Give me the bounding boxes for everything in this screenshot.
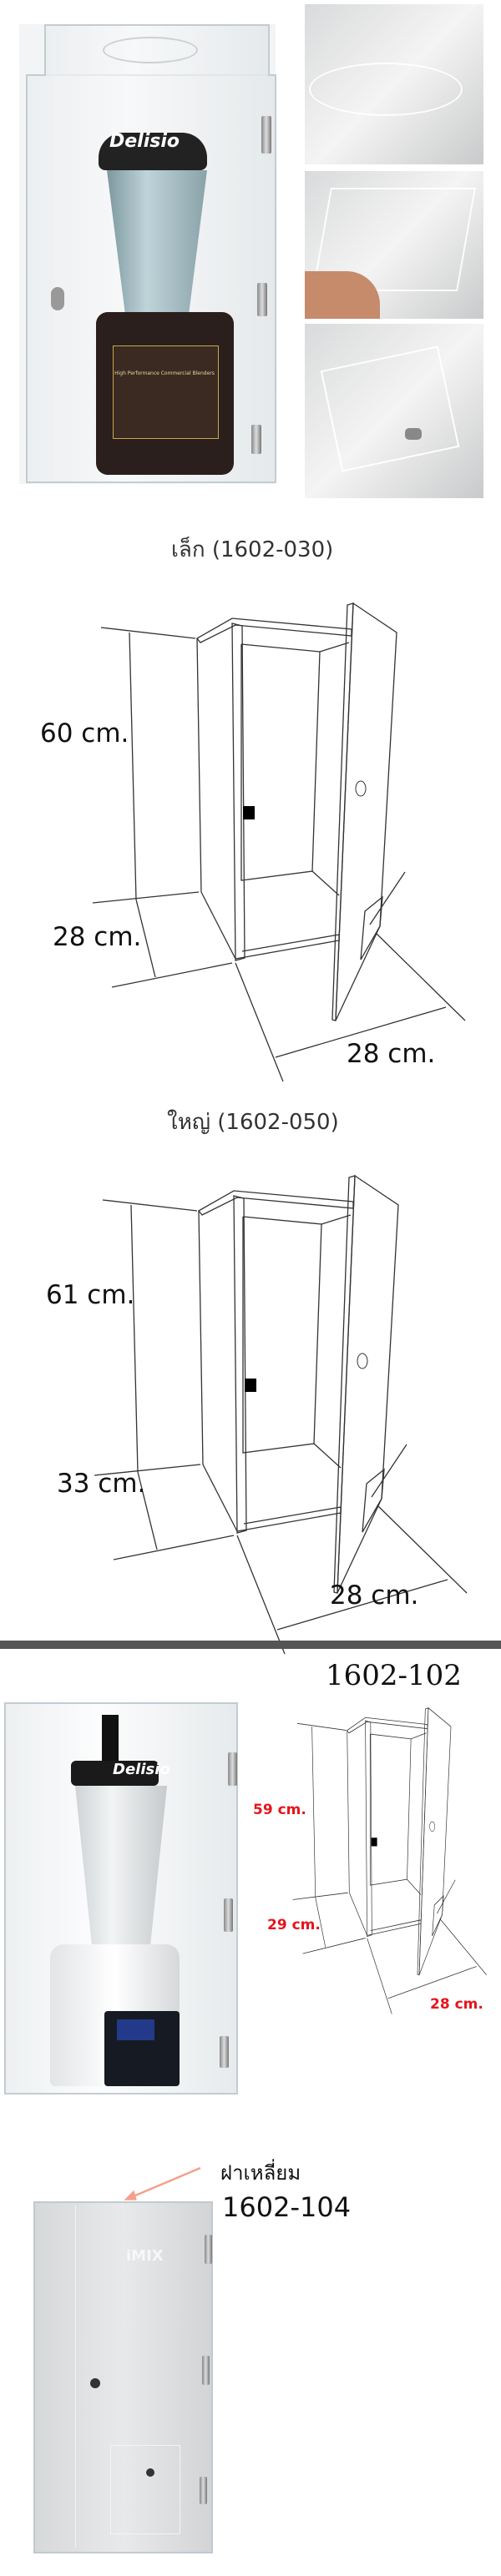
door-knob-icon xyxy=(51,287,64,310)
door-seam xyxy=(75,2205,76,2548)
model-title-102: 1602-102 xyxy=(326,1659,462,1692)
dimension-height: 61 cm. xyxy=(46,1280,135,1310)
blender-jar xyxy=(107,170,207,312)
flap-knob-icon xyxy=(146,2468,154,2477)
blender-jar xyxy=(75,1786,167,1944)
dimension-depth: 33 cm. xyxy=(57,1469,146,1499)
model-title-104: 1602-104 xyxy=(222,2191,352,2223)
acrylic-box xyxy=(33,2201,213,2553)
arrow-head-icon xyxy=(124,2190,137,2200)
hinge-icon xyxy=(224,1898,233,1932)
product-photo-104: iMIX xyxy=(33,2201,213,2553)
dimension-height: 60 cm. xyxy=(40,718,129,749)
blender-label-text: High Performance Commercial Blenders xyxy=(114,371,215,376)
cabinet-diagram-small xyxy=(92,602,466,1082)
lid-label: ฝาเหลี่ยม xyxy=(220,2161,301,2185)
dimension-width: 28 cm. xyxy=(347,1039,436,1069)
hinge-icon xyxy=(205,2235,212,2264)
section-divider xyxy=(0,1641,501,1649)
main-product-photo: Delisio High Performance Commercial Blen… xyxy=(19,24,276,484)
lid-plate xyxy=(309,63,463,116)
hinge-icon xyxy=(202,2356,210,2385)
arrow-icon xyxy=(129,2166,201,2200)
lid-ring xyxy=(103,37,198,63)
dimension-depth: 28 cm. xyxy=(53,922,142,952)
dimension-depth: 29 cm. xyxy=(267,1917,321,1933)
blender-lid xyxy=(99,133,207,170)
product-photo-102: Delisio xyxy=(4,1694,242,2104)
blender-lid xyxy=(71,1761,159,1786)
hand xyxy=(305,271,380,319)
box-logo: iMIX xyxy=(126,2247,164,2265)
hinge-icon xyxy=(220,2036,229,2068)
detail-photo-flap xyxy=(305,324,483,498)
dimension-width: 28 cm. xyxy=(430,1996,483,2013)
flap-panel xyxy=(110,2445,180,2534)
blender-logo: Delisio xyxy=(109,131,180,152)
magnet xyxy=(405,428,422,440)
dimension-width: 28 cm. xyxy=(330,1580,419,1611)
blender-label-panel xyxy=(113,345,219,439)
detail-photo-lid xyxy=(305,4,483,164)
cabinet-diagram-102 xyxy=(292,1707,488,2014)
hinge-icon xyxy=(257,283,267,316)
hinge-icon xyxy=(200,2477,207,2504)
hinge-icon xyxy=(251,425,261,454)
section-title-large: ใหญ่ (1602-050) xyxy=(167,1110,339,1135)
hinge-icon xyxy=(228,1752,237,1786)
section-title-small: เล็ก (1602-030) xyxy=(171,537,334,562)
detail-photo-door xyxy=(305,171,483,319)
hinge-icon xyxy=(261,116,271,154)
blender-logo: Delisio xyxy=(113,1761,170,1778)
dimension-height: 59 cm. xyxy=(253,1802,306,1818)
door-knob-icon xyxy=(90,2378,100,2388)
display-screen xyxy=(117,2019,154,2040)
